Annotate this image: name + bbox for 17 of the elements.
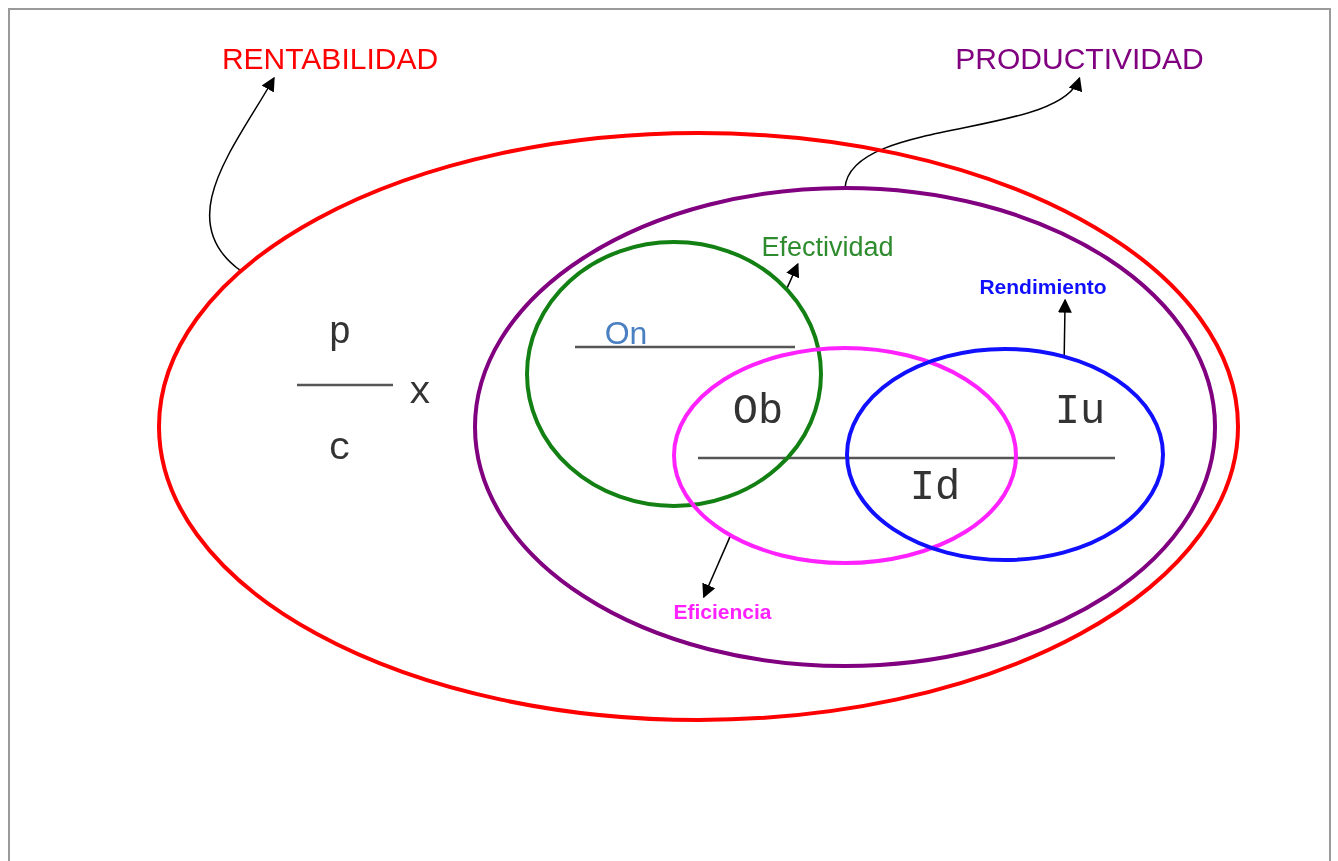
concept-label: Rendimiento bbox=[958, 272, 1128, 300]
arrow bbox=[702, 534, 732, 599]
arrow bbox=[1057, 298, 1072, 358]
math-symbol: Iu bbox=[1053, 390, 1107, 434]
concept-label: Efectividad bbox=[745, 230, 910, 264]
math-symbol: Id bbox=[908, 466, 962, 510]
title-label: PRODUCTIVIDAD bbox=[922, 40, 1237, 78]
arrow bbox=[844, 76, 1081, 189]
math-symbol: On bbox=[603, 314, 649, 352]
title-label: RENTABILIDAD bbox=[190, 40, 470, 78]
math-symbol: c bbox=[327, 428, 353, 470]
math-symbol: x bbox=[407, 372, 433, 414]
math-symbol: Ob bbox=[731, 390, 785, 434]
concept-label: Eficiencia bbox=[660, 597, 785, 625]
math-symbol: p bbox=[327, 312, 353, 354]
arrow bbox=[785, 262, 800, 290]
arrow bbox=[208, 76, 275, 272]
